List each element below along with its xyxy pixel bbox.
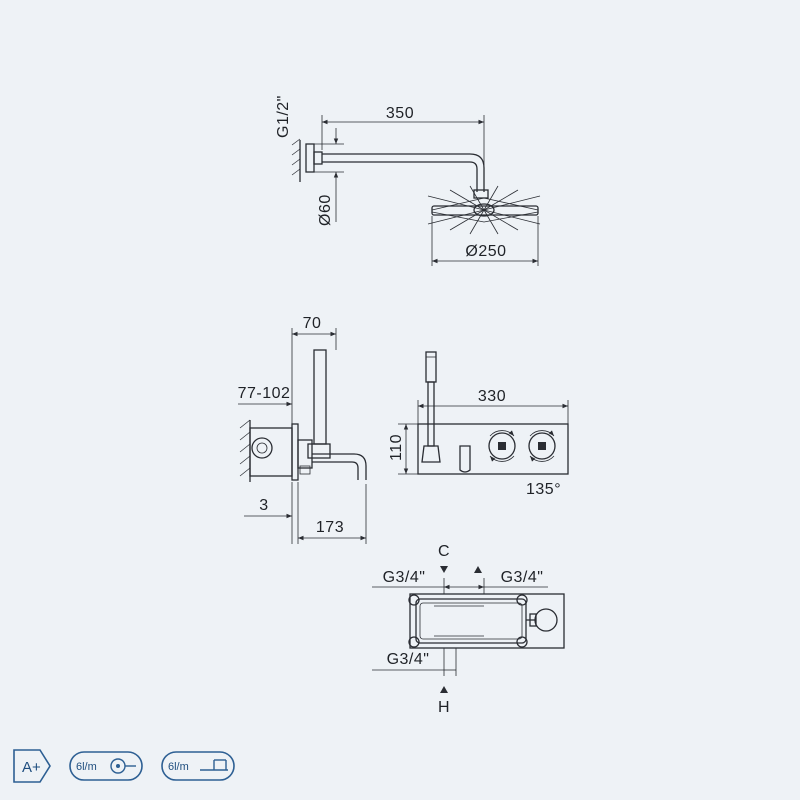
energy-class-label: A+: [22, 759, 41, 776]
front-height-label: 110: [388, 434, 405, 461]
flow-hand-badge: 6l/m: [69, 751, 143, 781]
flow-head-label: 6l/m: [168, 761, 189, 773]
head-diameter-label: Ø250: [465, 243, 506, 260]
flow-head-badge: 6l/m: [161, 751, 235, 781]
flow-knob: [528, 430, 556, 462]
flow-hand-label: 6l/m: [76, 761, 97, 773]
overhead-shower-view: 350 G1/2" Ø60 Ø250: [275, 95, 541, 266]
inlet-right-label: G3/4": [501, 569, 544, 586]
front-width-label: 330: [478, 388, 506, 405]
front-plate: [417, 423, 569, 475]
shower-head: [427, 185, 541, 235]
spout-side-view: 70 77-102 3 173: [238, 315, 367, 544]
inlet-left-label: G3/4": [383, 569, 426, 586]
arm-length-label: 350: [386, 105, 414, 122]
hand-shower-icon: [110, 758, 136, 774]
side-wall-hatch: [239, 419, 251, 482]
spout-reach-label: 173: [316, 519, 344, 536]
front-spout: [459, 445, 471, 473]
plate-thickness-label: 3: [259, 497, 268, 514]
shower-arm: [322, 153, 485, 192]
rotation-label: 135°: [526, 481, 561, 498]
flange-diameter-label: Ø60: [317, 194, 334, 226]
temperature-knob: [488, 430, 516, 462]
flange: [305, 143, 315, 173]
hand-shower-head: [425, 351, 437, 383]
box-plan-view: C G3/4" G3/4" G3/4" H: [372, 543, 565, 716]
outlet-bottom-label: G3/4": [387, 651, 430, 668]
wall-hatch: [291, 138, 301, 182]
wall-depth-label: 77-102: [238, 385, 291, 402]
hot-label: H: [438, 699, 450, 716]
wall-plate: [291, 423, 299, 481]
hand-shower: [313, 349, 327, 445]
front-view: 330 110 135°: [388, 351, 569, 498]
cartridge: [534, 608, 558, 632]
connection-label: G1/2": [275, 95, 292, 138]
spout: [312, 453, 367, 480]
cold-label: C: [438, 543, 450, 560]
box-outline: [409, 593, 565, 649]
head-shower-icon: [200, 759, 228, 771]
projection-label: 70: [303, 315, 322, 332]
energy-class-badge: A+: [13, 749, 51, 783]
